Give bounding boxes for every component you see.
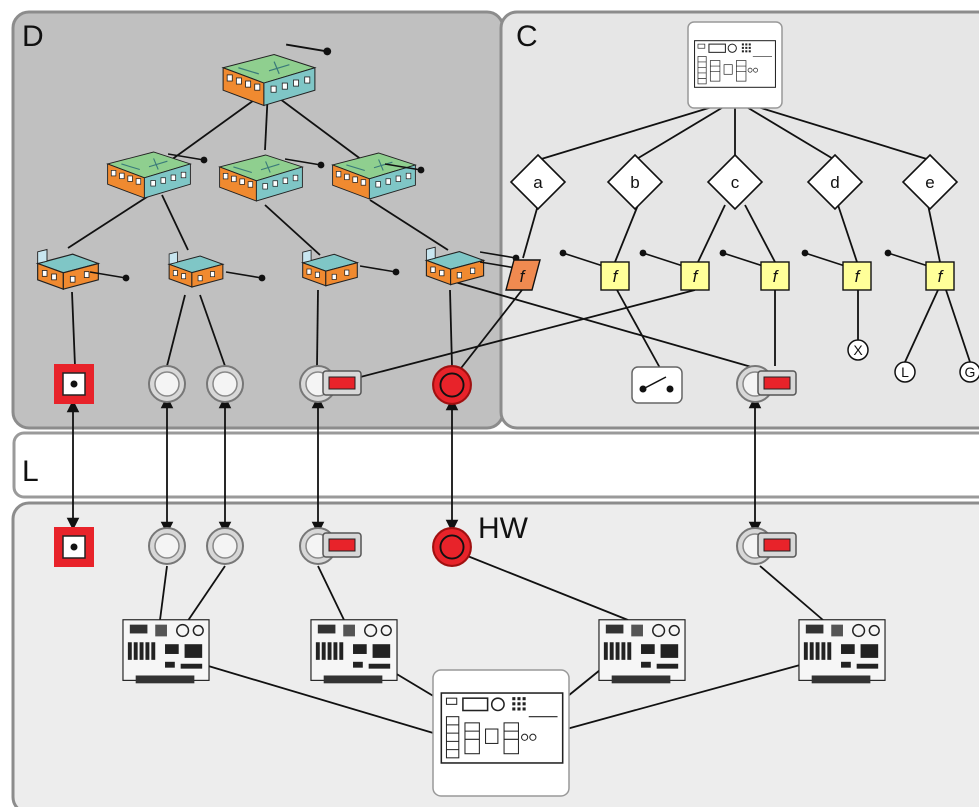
connection-lines [67,89,971,736]
switch-icon [631,366,683,404]
decision-label: d [830,173,839,192]
function-symbol: f [773,267,780,286]
control-panel-icon [440,692,564,764]
panel-l-label: L [22,455,39,488]
function-symbol: f [613,267,620,286]
function-block: f [639,249,710,291]
function-block: f [559,249,630,291]
decision-node-a: a [509,153,567,211]
terminal-x: X [847,339,869,361]
svg-text:X: X [853,342,863,358]
decision-node-d: d [806,153,864,211]
decision-label: a [533,173,543,192]
link-arrows [66,395,762,535]
function-block: f [884,249,955,291]
panel-c [499,10,979,430]
decision-node-c: c [706,153,764,211]
loop-module-board-icon [598,619,686,685]
function-block: f [719,249,790,291]
function-symbol: f [938,267,945,286]
terminal-g: G [959,361,979,383]
panel-d-label: D [22,20,44,53]
svg-text:G: G [965,364,976,380]
decision-node-e: e [901,153,959,211]
smoke-detector-icon [148,527,186,565]
decision-node-b: b [606,153,664,211]
decision-label: b [630,173,639,192]
loop-module-board-icon [122,619,210,685]
function-block: f [505,259,541,291]
alarm-sounder-icon [432,527,472,567]
smoke-detector-icon [206,365,244,403]
function-symbol: f [855,267,862,286]
loop-module-board-icon [310,619,398,685]
function-block: f [801,249,872,291]
svg-text:L: L [901,364,909,380]
panel-c-label: C [516,20,538,53]
panel-hw [11,501,979,812]
control-panel-icon [694,40,776,88]
terminal-l: L [894,361,916,383]
manual-call-point-icon [53,526,95,568]
function-symbol: f [693,267,700,286]
manual-call-point-icon [53,363,95,405]
smoke-detector-icon [148,365,186,403]
decision-label: c [731,173,740,192]
decision-label: e [925,173,934,192]
alarm-sounder-icon [432,365,472,405]
smoke-detector-icon [206,527,244,565]
decision-nodes: a b c d e [509,153,959,211]
loop-module-board-icon [798,619,886,685]
panel-hw-label: HW [478,512,529,545]
function-symbol: f [520,267,527,286]
panel-l [12,431,979,499]
